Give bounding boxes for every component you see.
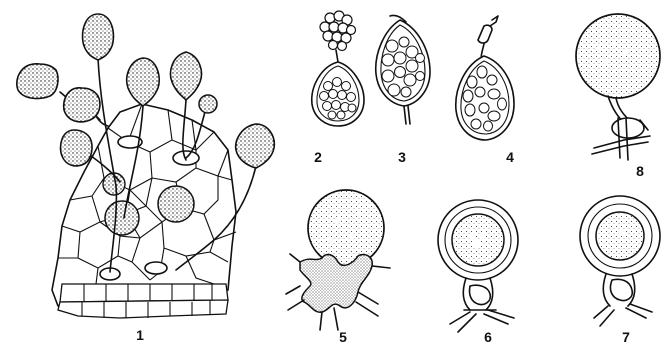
oospore-7 — [596, 212, 644, 260]
label-7: 7 — [622, 329, 630, 345]
panel-3-sporangium-mature: 3 — [376, 15, 430, 165]
sporangium-right — [171, 52, 202, 100]
label-6: 6 — [484, 329, 492, 345]
label-3: 3 — [398, 149, 406, 165]
sporangium-left — [17, 64, 58, 99]
panel-1-tissue-with-sporangia: 1 — [17, 14, 274, 343]
label-5: 5 — [339, 329, 347, 345]
panel-2-sporangium-release: 2 — [312, 11, 364, 165]
label-4: 4 — [506, 149, 514, 165]
haustorium-2 — [158, 186, 194, 222]
panel-7-mature-oospore: 7 — [580, 196, 660, 345]
panel-5-fertilization: 5 — [286, 190, 390, 345]
label-1: 1 — [136, 327, 144, 343]
sporangium-left-2 — [64, 88, 100, 122]
sporangium-left-3 — [61, 130, 93, 166]
label-2: 2 — [314, 149, 322, 165]
sporangium-far-right — [236, 124, 275, 168]
haustorium-1 — [105, 201, 139, 235]
panel-6-oospore: 6 — [438, 200, 518, 345]
panel-8-oogonium: 8 — [576, 14, 660, 179]
oogonium-body-8 — [576, 14, 660, 98]
oospore-6 — [452, 214, 504, 266]
sporangium-small — [199, 95, 217, 113]
sporangium-center — [127, 58, 159, 106]
antheridium-5 — [300, 254, 372, 312]
label-8: 8 — [636, 163, 644, 179]
oogonium-body-5 — [308, 190, 384, 266]
panel-4-sporangium-germinating: 4 — [456, 16, 514, 165]
sporangium-top — [83, 14, 114, 60]
